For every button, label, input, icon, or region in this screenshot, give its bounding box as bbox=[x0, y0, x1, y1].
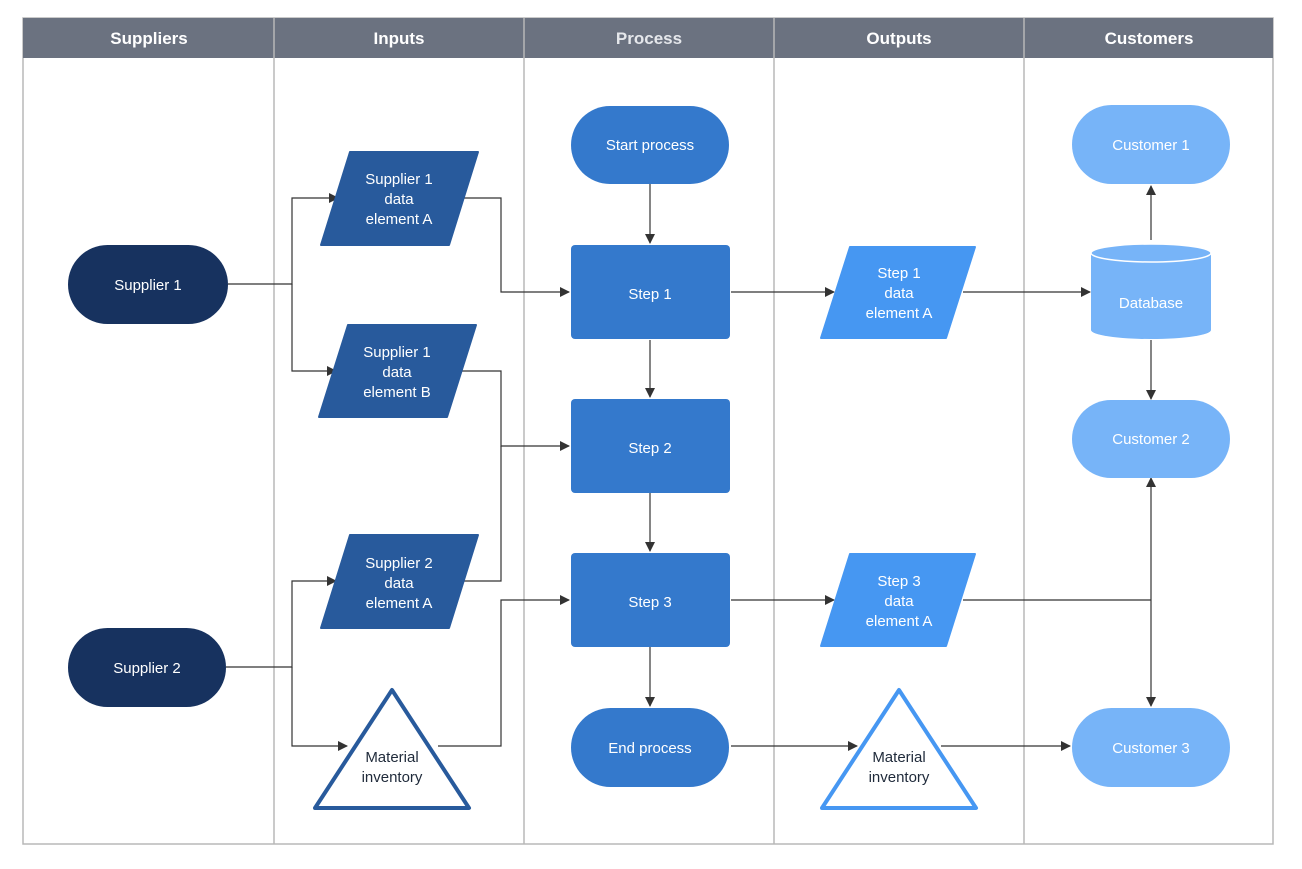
node-customer-1: Customer 1 bbox=[1072, 105, 1230, 184]
node-database: Database bbox=[1090, 243, 1212, 339]
node-label: Supplier 2 bbox=[113, 660, 181, 677]
node-step3-data-element-a: Step 3 data element A bbox=[820, 553, 976, 647]
connector-s1b-to-step2 bbox=[461, 370, 570, 451]
node-supplier-2: Supplier 2 bbox=[68, 628, 226, 707]
lane-header-process: Process bbox=[616, 29, 682, 48]
node-label-line: data bbox=[884, 285, 914, 302]
connector-supplier2-to-inventory bbox=[291, 667, 348, 751]
node-label-line: element A bbox=[866, 305, 933, 322]
lane-dividers bbox=[273, 18, 1025, 844]
node-label-line: element A bbox=[366, 595, 433, 612]
connector-inventory-to-step3 bbox=[438, 595, 570, 747]
node-step1-data-element-a: Step 1 data element A bbox=[820, 246, 976, 339]
header-bar bbox=[23, 18, 1273, 58]
node-material-inventory-output: Material inventory bbox=[820, 688, 978, 810]
node-label-line: Supplier 2 bbox=[365, 555, 433, 572]
connector-s2a-to-step2 bbox=[463, 446, 502, 582]
node-label-line: inventory bbox=[362, 769, 423, 786]
lane-header-outputs: Outputs bbox=[866, 29, 931, 48]
node-step-1: Step 1 bbox=[571, 245, 730, 339]
node-label: Customer 3 bbox=[1112, 740, 1190, 757]
node-customer-2: Customer 2 bbox=[1072, 400, 1230, 478]
node-supplier1-data-element-a: Supplier 1 data element A bbox=[320, 151, 479, 246]
node-label-line: Supplier 1 bbox=[365, 171, 433, 188]
node-label: Step 3 bbox=[628, 594, 671, 611]
node-label: Customer 1 bbox=[1112, 137, 1190, 154]
node-step-3: Step 3 bbox=[571, 553, 730, 647]
node-label: Supplier 1 bbox=[114, 277, 182, 294]
node-label-line: data bbox=[884, 593, 914, 610]
node-supplier2-data-element-a: Supplier 2 data element A bbox=[320, 534, 479, 629]
node-label-line: Material bbox=[872, 749, 925, 766]
lane-header-customers: Customers bbox=[1105, 29, 1194, 48]
node-label-line: inventory bbox=[869, 769, 930, 786]
node-label-line: Step 1 bbox=[877, 265, 920, 282]
node-label: Customer 2 bbox=[1112, 431, 1190, 448]
node-end-process: End process bbox=[571, 708, 729, 787]
node-label-line: Supplier 1 bbox=[363, 344, 431, 361]
node-label: Database bbox=[1119, 295, 1183, 312]
node-label-line: Material bbox=[365, 749, 418, 766]
node-step-2: Step 2 bbox=[571, 399, 730, 493]
node-label: Step 2 bbox=[628, 440, 671, 457]
connector-supplier1-to-s1a bbox=[228, 193, 339, 285]
node-supplier1-data-element-b: Supplier 1 data element B bbox=[318, 324, 477, 418]
node-supplier-1: Supplier 1 bbox=[68, 245, 228, 324]
node-label: Step 1 bbox=[628, 286, 671, 303]
connector-s1a-to-step1 bbox=[462, 197, 570, 297]
node-label: End process bbox=[608, 740, 691, 757]
node-label-line: data bbox=[382, 364, 412, 381]
node-label-line: element A bbox=[366, 211, 433, 228]
connectors bbox=[226, 184, 1156, 751]
node-label-line: data bbox=[384, 575, 414, 592]
node-label: Start process bbox=[606, 137, 694, 154]
node-label-line: Step 3 bbox=[877, 573, 920, 590]
lane-header-suppliers: Suppliers bbox=[110, 29, 187, 48]
node-customer-3: Customer 3 bbox=[1072, 708, 1230, 787]
node-label-line: data bbox=[384, 191, 414, 208]
connector-supplier2-to-s2a bbox=[226, 576, 337, 668]
node-label-line: element B bbox=[363, 384, 431, 401]
node-start-process: Start process bbox=[571, 106, 729, 184]
lane-header-inputs: Inputs bbox=[374, 29, 425, 48]
node-material-inventory-input: Material inventory bbox=[313, 688, 471, 810]
connector-supplier1-to-s1b bbox=[291, 284, 337, 376]
node-label-line: element A bbox=[866, 613, 933, 630]
